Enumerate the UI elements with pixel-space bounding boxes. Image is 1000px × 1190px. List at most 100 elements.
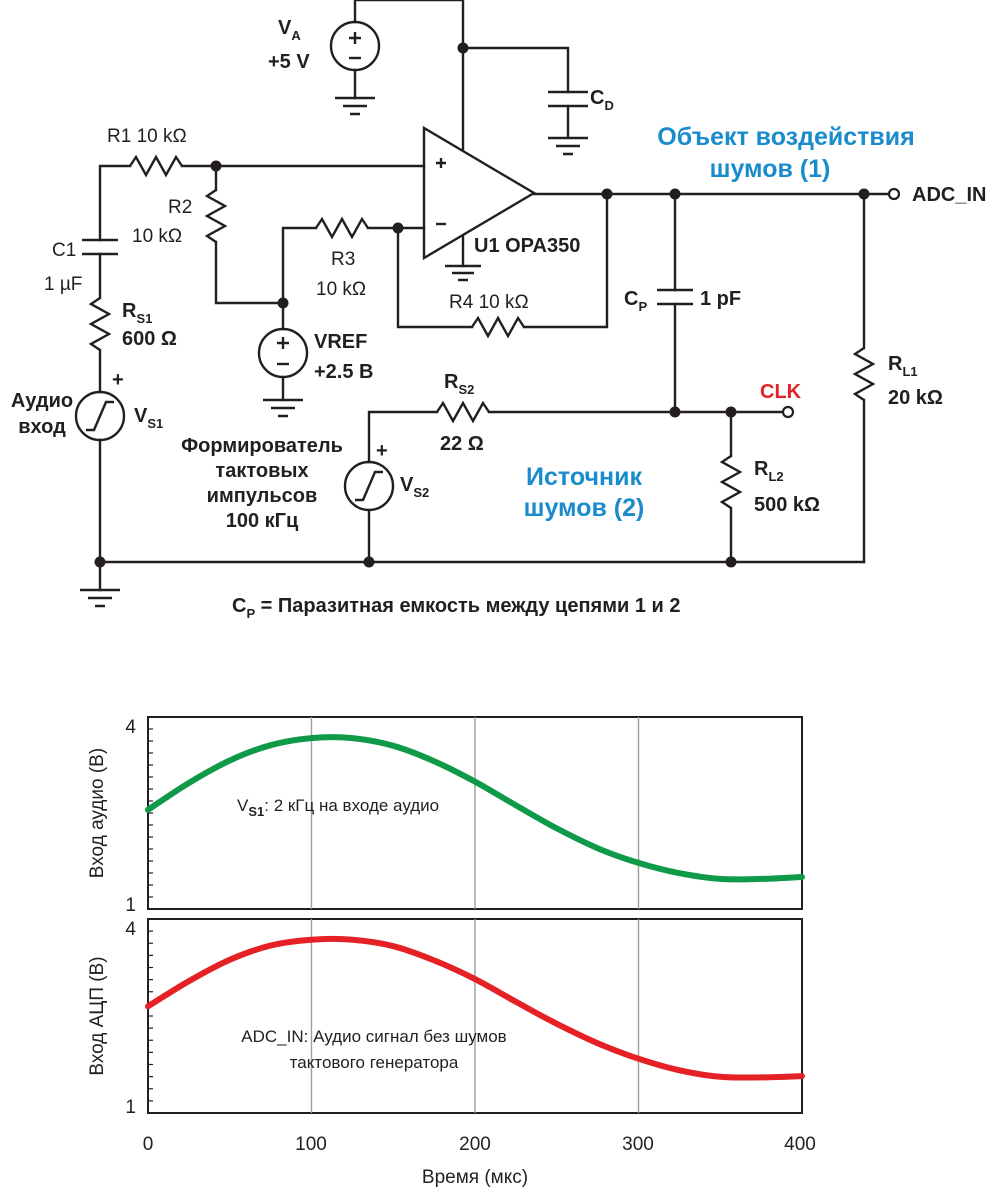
r1-wire (98, 164, 132, 242)
rl2-resistor-icon (719, 455, 743, 509)
series-annotation: тактового генератора (290, 1053, 459, 1072)
vref-name: VREF (314, 331, 367, 353)
cd-capacitor-icon (548, 90, 588, 108)
y-axis-label: Вход АЦП (В) (87, 956, 108, 1075)
r2-vref-wire (214, 240, 285, 331)
r4-label: R4 10 kΩ (449, 292, 529, 313)
vref-source (257, 327, 309, 379)
clk-terminal (781, 405, 795, 419)
series-annotation: VS1: 2 кГц на входе аудио (237, 796, 439, 819)
va-value: +5 V (268, 51, 310, 73)
opamp-u1 (422, 125, 537, 261)
r4-resistor-icon (471, 315, 525, 339)
ground-icon (263, 398, 303, 418)
x-gridlines (310, 919, 640, 1113)
r3-value: 10 kΩ (316, 279, 366, 300)
series-line (145, 734, 805, 883)
vs1-plus-sign: + (112, 369, 124, 391)
r1-resistor-icon (129, 154, 183, 178)
rs2-resistor-icon (436, 400, 490, 424)
rs2-value: 22 Ω (440, 433, 484, 455)
victim-label: Объект воздействия (657, 123, 914, 151)
vs2-label: VS2 (400, 474, 429, 500)
junction-dot (725, 556, 737, 568)
clock-generator-label: тактовых (215, 460, 308, 482)
vref-value: +2.5 В (314, 361, 373, 383)
c1-name: C1 (52, 240, 76, 261)
aggressor-label: Источник (526, 463, 642, 491)
vs2-step-icon (355, 470, 383, 502)
va-source (329, 20, 381, 72)
aggressor-label: шумов (2) (524, 494, 645, 522)
vs2-plus-sign: + (376, 440, 388, 462)
rl1-value: 20 kΩ (888, 387, 943, 409)
x-tick-label: 100 (295, 1134, 327, 1155)
adc-in-label: ADC_IN (912, 184, 986, 206)
cd-label: CD (590, 87, 614, 113)
x-axis-label: Время (мкс) (422, 1167, 528, 1188)
r3-resistor-icon (315, 216, 369, 240)
rs1-resistor-icon (88, 297, 112, 351)
y-tick-label: 1 (125, 1097, 136, 1118)
y-minor-ticks (148, 728, 153, 898)
caption: CP = Паразитная емкость между цепями 1 и… (232, 595, 681, 621)
c1-capacitor-icon (82, 238, 118, 256)
rs1-value: 600 Ω (122, 328, 177, 350)
ground-icon (548, 136, 588, 156)
rs2-left-wire (367, 410, 439, 464)
adc-in-terminal (887, 187, 901, 201)
series-annotation: ADC_IN: Аудио сигнал без шумов (241, 1027, 506, 1046)
cp-value: 1 pF (700, 288, 741, 310)
rl2-label: RL2 (754, 458, 784, 484)
cp-label: CP (624, 288, 647, 314)
y-tick-label: 4 (125, 717, 136, 738)
x-tick-label: 0 (143, 1134, 154, 1155)
audio-input-chart: 4 1 Вход аудио (В) VS1: 2 кГц на входе а… (87, 716, 805, 916)
audio-input-label: Аудио (11, 390, 73, 412)
r2-value: 10 kΩ (132, 226, 182, 247)
u1-label: U1 OPA350 (474, 235, 580, 257)
schematic: VA +5 V CD R1 10 kΩ R2 10 kΩ C1 1 µF RS1… (11, 0, 986, 621)
junction-dot (457, 42, 469, 54)
cp-capacitor-icon (657, 288, 693, 306)
y-tick-label: 1 (125, 895, 136, 916)
r3-name: R3 (331, 249, 355, 270)
vref-plus-icon (277, 337, 289, 349)
x-tick-label: 200 (459, 1134, 491, 1155)
va-top-wire (353, 0, 465, 152)
x-tick-label: 300 (622, 1134, 654, 1155)
ground-icon (80, 588, 120, 608)
y-tick-label: 4 (125, 919, 136, 940)
junction-dot (669, 406, 681, 418)
y-axis-label: Вход аудио (В) (87, 748, 108, 878)
rs1-label: RS1 (122, 300, 152, 326)
r3-wire (281, 226, 318, 305)
junction-dot (601, 188, 613, 200)
r1-label: R1 10 kΩ (107, 126, 187, 147)
r2-resistor-icon (204, 189, 228, 243)
rl1-resistor-icon (852, 347, 876, 401)
clock-generator-label: 100 кГц (226, 510, 299, 532)
r4-wire (396, 226, 474, 329)
clock-generator-label: импульсов (207, 485, 318, 507)
clk-label: CLK (760, 381, 802, 403)
vs1-step-icon (86, 400, 114, 432)
audio-input-label: вход (18, 416, 66, 438)
r2-name: R2 (168, 197, 192, 218)
va-plus-icon (349, 32, 361, 44)
victim-label: шумов (1) (710, 155, 831, 183)
rs2-label: RS2 (444, 371, 474, 397)
cd-wire (461, 46, 570, 94)
ground-icon (335, 96, 375, 116)
rl2-value: 500 kΩ (754, 494, 820, 516)
adc-input-chart: 4 1 Вход АЦП (В) ADC_IN: Аудио сигнал бе… (87, 918, 816, 1188)
clock-generator-label: Формирователь (181, 435, 343, 457)
x-gridlines (310, 717, 640, 909)
r4-right-wire (522, 192, 609, 329)
va-label: VA (278, 17, 301, 43)
c1-value: 1 µF (44, 274, 82, 295)
x-tick-label: 400 (784, 1134, 816, 1155)
opamp-plus-icon (436, 158, 446, 168)
vs1-label: VS1 (134, 405, 163, 431)
